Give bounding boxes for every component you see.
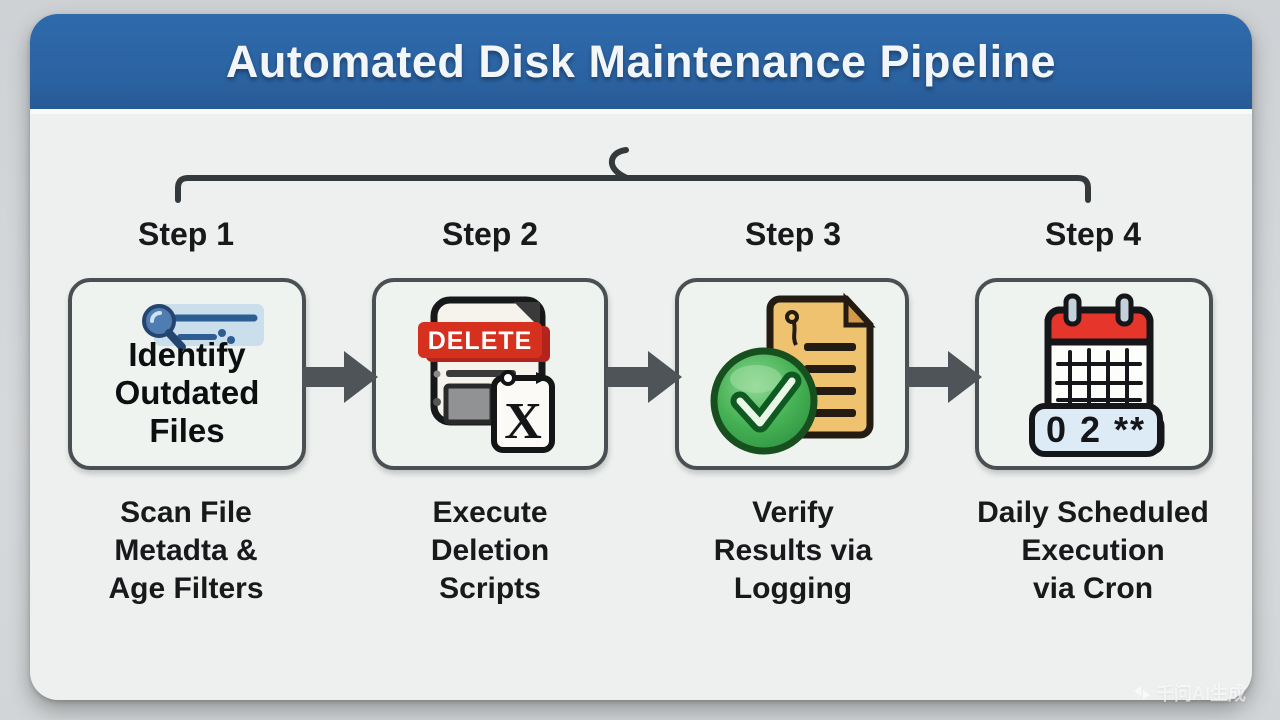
delete-script-icon: DELETE X <box>418 296 555 453</box>
step1-label: Step 1 <box>137 216 235 252</box>
caption-line: Deletion <box>430 534 550 567</box>
step1-box-text: Identify Outdated Files <box>72 336 302 450</box>
page-title: Automated Disk Maintenance Pipeline <box>225 35 1057 87</box>
grouping-bracket <box>175 147 1091 203</box>
caption-line: Age Filters <box>108 572 264 605</box>
diagram-header: Automated Disk Maintenance Pipeline <box>30 14 1252 114</box>
caption-line: Scan File <box>120 496 252 529</box>
search-filter-icon <box>142 304 264 351</box>
step4-caption: Daily Scheduled Execution via Cron <box>943 494 1243 608</box>
verified-log-icon <box>710 292 876 455</box>
caption-line: Daily Scheduled <box>977 496 1209 529</box>
caption-line: via Cron <box>1032 572 1154 605</box>
step2-label: Step 2 <box>441 216 539 252</box>
step3-box <box>675 278 909 470</box>
arrow-step2-to-step3 <box>606 351 682 403</box>
script-x-glyph: X <box>504 393 542 450</box>
caption-line: Scripts <box>439 572 541 605</box>
caption-line: Logging <box>733 572 853 605</box>
watermark-logo-icon <box>1134 686 1150 700</box>
cron-calendar-icon: 0 2 ** <box>1029 293 1165 457</box>
step1-box-line: Files <box>149 412 225 449</box>
caption-line: Execution <box>1021 534 1165 567</box>
arrow-step1-to-step2 <box>302 351 378 403</box>
step4-label: Step 4 <box>1044 216 1142 252</box>
step3-caption: Verify Results via Logging <box>643 494 943 608</box>
caption-line: Execute <box>432 496 548 529</box>
step2-caption: Execute Deletion Scripts <box>340 494 640 608</box>
watermark-text: 千问AI生成 <box>1156 684 1246 704</box>
step2-box: DELETE X <box>372 278 608 470</box>
step1-box: Identify Outdated Files <box>68 278 306 470</box>
step1-caption: Scan File Metadta & Age Filters <box>36 494 336 608</box>
caption-line: Results via <box>713 534 873 567</box>
caption-line: Verify <box>752 496 834 529</box>
cron-badge-text: 0 2 ** <box>1046 409 1146 450</box>
arrow-step3-to-step4 <box>906 351 982 403</box>
diagram-card: Automated Disk Maintenance Pipeline Step… <box>30 14 1252 700</box>
step4-box: 0 2 ** <box>975 278 1213 470</box>
caption-line: Metadta & <box>114 534 258 567</box>
step1-box-line: Identify <box>128 336 246 373</box>
watermark: 千问AI生成 <box>1133 680 1246 706</box>
step1-box-line: Outdated <box>114 374 260 411</box>
delete-banner-label: DELETE <box>428 327 533 355</box>
step3-label: Step 3 <box>744 216 842 252</box>
